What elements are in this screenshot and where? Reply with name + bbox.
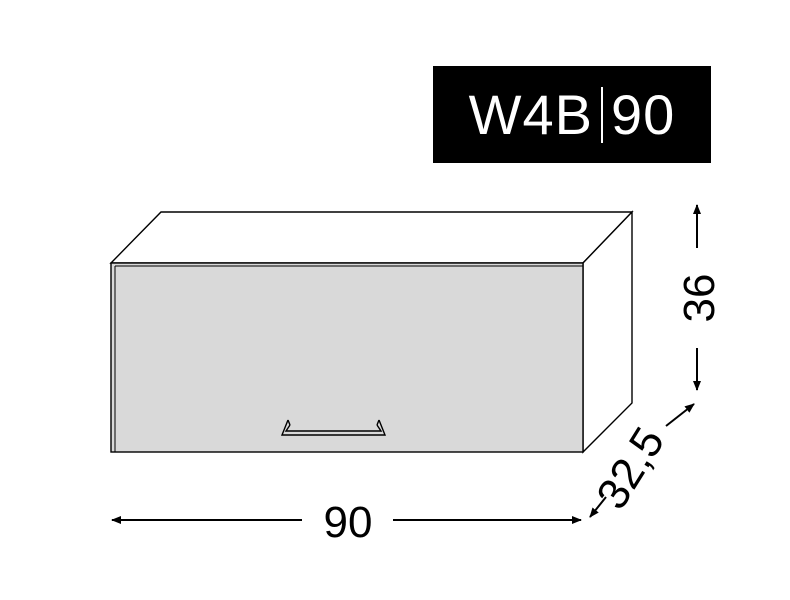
width-value: 90: [324, 498, 373, 547]
product-code-badge: W4B 90: [433, 66, 711, 163]
product-code: W4B: [468, 83, 594, 146]
cabinet-top-face: [109, 211, 634, 264]
product-width-label: 90: [611, 83, 676, 146]
height-value: 36: [675, 274, 724, 323]
depth-dimension: [589, 403, 695, 518]
cabinet-front-panel: [110, 262, 584, 453]
badge-separator: [601, 86, 604, 143]
depth-arrow-top: [665, 403, 695, 427]
cabinet-handle: [280, 419, 387, 436]
wall-cabinet: [109, 210, 634, 454]
depth-arrow-bottom: [589, 496, 607, 518]
